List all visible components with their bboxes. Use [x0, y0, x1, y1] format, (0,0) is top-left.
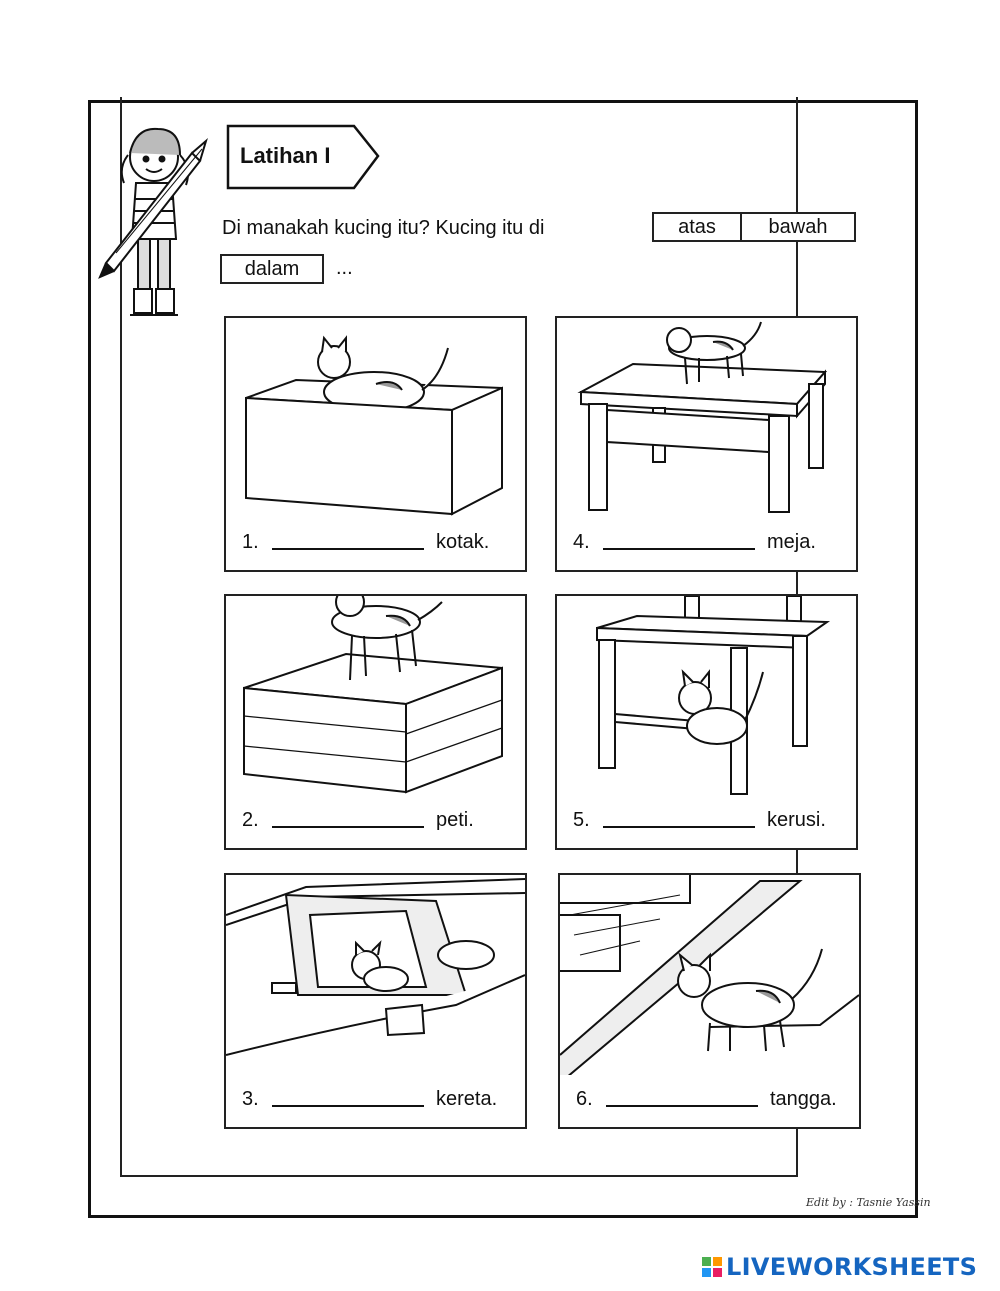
logo-square: [713, 1257, 722, 1266]
answer-blank-2[interactable]: [272, 826, 424, 828]
answer-blank-1[interactable]: [272, 548, 424, 550]
answer-blank-5[interactable]: [603, 826, 755, 828]
cat-on-crate-illustration: [243, 596, 503, 794]
answer-blank-6[interactable]: [606, 1105, 758, 1107]
option-dalam[interactable]: dalam: [220, 254, 324, 284]
answer-blank-4[interactable]: [603, 548, 755, 550]
panel-4: 4. meja.: [555, 316, 858, 572]
cat-icon: [678, 669, 764, 745]
cat-icon: [331, 596, 443, 681]
item-number: 3.: [242, 1088, 259, 1110]
panel-3: 3. kereta.: [224, 873, 527, 1129]
logo-square: [702, 1257, 711, 1266]
brand-name: LIVEWORKSHEETS: [726, 1253, 978, 1281]
item-word: meja.: [767, 531, 816, 553]
answer-blank-3[interactable]: [272, 1105, 424, 1107]
cat-icon: [351, 940, 409, 992]
panel-5: 5. kerusi.: [555, 594, 858, 850]
panel-1: 1. kotak.: [224, 316, 527, 572]
exercise-title: Latihan I: [240, 143, 331, 168]
title-arrow-tag: [226, 124, 380, 190]
cat-icon: [677, 948, 823, 1052]
item-number: 1.: [242, 531, 259, 553]
item-word: kerusi.: [767, 809, 826, 831]
option-atas[interactable]: atas: [652, 212, 742, 242]
liveworksheets-logo-icon: [702, 1257, 722, 1277]
item-word: kereta.: [436, 1088, 498, 1110]
cat-under-stairs-illustration: [560, 875, 859, 1075]
question-text: Di manakah kucing itu? Kucing itu di: [222, 217, 545, 239]
cat-icon: [317, 335, 449, 413]
credit-signature: Edit by : Tasnie Yassin: [806, 1196, 931, 1209]
cat-under-chair-illustration: [596, 596, 831, 795]
cat-in-box-illustration: [245, 335, 503, 516]
item-number: 2.: [242, 809, 259, 831]
panel-6: 6. tangga.: [558, 873, 861, 1129]
worksheet-border: [88, 100, 918, 1218]
item-word: kotak.: [436, 531, 490, 553]
item-number: 4.: [573, 531, 590, 553]
girl-with-pencil-illustration: [98, 127, 208, 316]
cat-in-car-illustration: [226, 878, 525, 1056]
logo-square: [702, 1268, 711, 1277]
panel-2: 2. peti.: [224, 594, 527, 850]
item-word: peti.: [436, 809, 474, 831]
liveworksheets-logo: LIVEWORKSHEETS: [702, 1253, 977, 1281]
item-number: 6.: [576, 1088, 593, 1110]
item-word: tangga.: [770, 1088, 837, 1110]
cat-icon: [666, 321, 762, 385]
ellipsis: ...: [336, 257, 353, 279]
logo-square: [713, 1268, 722, 1277]
option-bawah[interactable]: bawah: [740, 212, 856, 242]
cat-on-table-illustration: [577, 321, 828, 513]
item-number: 5.: [573, 809, 590, 831]
